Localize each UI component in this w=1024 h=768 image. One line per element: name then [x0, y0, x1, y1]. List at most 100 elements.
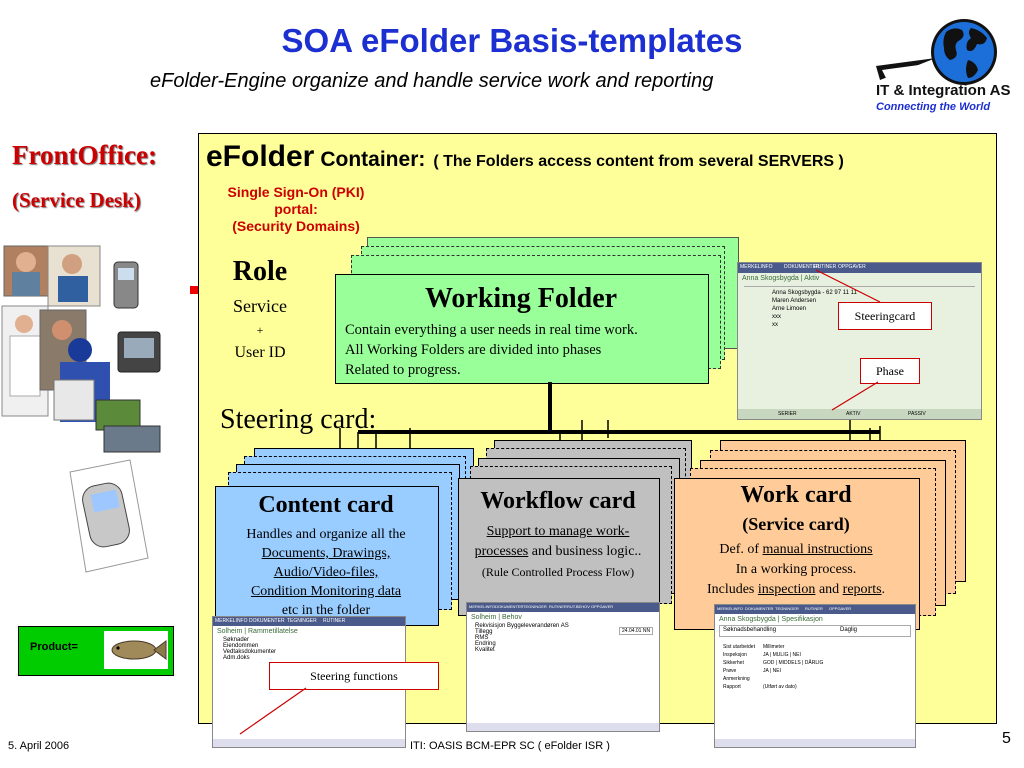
content-card-line2: Documents, Drawings,: [261, 546, 391, 561]
working-folder-box: [335, 274, 709, 384]
shot-tr-btn-1[interactable]: AKTIV: [846, 411, 861, 417]
workflow-card-text: Support to manage work- processes and bu…: [452, 522, 664, 582]
shot-w-tab-2: TEGNINGER: [523, 604, 547, 609]
role-line1: Service: [233, 296, 287, 316]
workflow-card-title: Workflow card: [480, 488, 636, 514]
shot-w-item-1: Tillegg: [475, 629, 493, 635]
shot-k-row1b: Daglig: [840, 627, 858, 633]
steering-card-label: Steering card:: [220, 404, 377, 435]
work-card-line2: In a working process.: [735, 562, 857, 577]
shot-k-buttonbar: [715, 739, 915, 747]
fish-icon: [104, 631, 168, 669]
work-card-line3d: reports: [842, 582, 882, 597]
content-card-line3: Audio/Video-files,: [273, 565, 379, 580]
work-card-title: Work card: [740, 482, 852, 508]
shot-w-item-4: Kvalitet: [475, 647, 495, 653]
role-block: Role Service + User ID: [220, 256, 300, 362]
shot-k-row1: Søknadsbehandling Daglig: [719, 625, 911, 637]
shot-tr-btn-0[interactable]: SERIER: [778, 411, 797, 417]
shot-k-field-5-label: Rapport: [723, 684, 741, 690]
sso-line2: portal:: [274, 201, 318, 217]
role-line3: User ID: [234, 344, 286, 361]
page-title: SOA eFolder Basis-templates: [281, 22, 743, 59]
workflow-card-line2: processes and business logic..: [452, 542, 664, 562]
page-number: 5: [1002, 730, 1011, 747]
shot-c-tab-1: DOKUMENTER: [249, 618, 285, 624]
shot-k-field-4: Anmerkning: [715, 675, 915, 683]
shot-k-field-4-label: Anmerkning: [723, 676, 750, 682]
content-card-line4: Condition Monitoring data: [250, 584, 402, 599]
shot-k-field-5: Rapport (Utført av dato): [715, 683, 915, 691]
shot-k-header: Anna Skogsbygda | Spesifikasjon: [719, 616, 823, 623]
shot-c-item-3: Adm.doks: [223, 655, 250, 661]
shot-tr-tab-3: OPPGAVER: [838, 264, 866, 270]
shot-tr-tab-0: MERKELINFO: [740, 264, 773, 270]
screenshot-steering: MERKELINFO DOKUMENTER RUTINER OPPGAVER A…: [737, 262, 982, 420]
work-card-line3e: .: [881, 582, 886, 597]
shot-k-tab-3: RUTINER: [805, 606, 823, 611]
shot-w-item-2: RMS: [475, 635, 489, 641]
shot-tr-tab-2: RUTINER: [814, 264, 837, 270]
working-folder-text: Contain everything a user needs in real …: [345, 320, 638, 380]
work-card-line1a: Def. of: [719, 542, 763, 557]
work-card-line3b: inspection: [757, 582, 816, 597]
container-label-big: eFolder: [206, 140, 315, 173]
shot-tr-btn-2[interactable]: PASSIV: [908, 411, 926, 417]
working-folder-line1: Contain everything a user needs in real …: [345, 322, 638, 338]
shot-tr-row-0: Anna Skogsbygda - 62 97 11 11: [772, 290, 857, 296]
work-card-line1b: manual instructions: [762, 542, 873, 557]
container-label-mid: Container:: [320, 148, 426, 171]
shot-w-tab-1: DOKUMENTER: [495, 604, 524, 609]
sso-line3: (Security Domains): [232, 218, 360, 234]
role-title: Role: [232, 256, 288, 287]
sso-label: Single Sign-On (PKI) portal: (Security D…: [205, 184, 387, 235]
work-card-text: Def. of manual instructions In a working…: [674, 540, 918, 600]
shot-k-tab-2: TEGNINGER: [775, 606, 799, 611]
footer-center: ITI: OASIS BCM-EPR SC ( eFolder ISR ): [410, 740, 610, 752]
work-card-line3c: and: [815, 582, 843, 597]
shot-c-item-1: Eiendommen: [223, 643, 259, 649]
shot-c-item-0: Søknader: [223, 637, 250, 643]
content-card-title: Content card: [258, 492, 394, 518]
screenshot-steering-tabbar: MERKELINFO DOKUMENTER RUTINER OPPGAVER: [738, 263, 981, 273]
workflow-card-line2b: and business logic..: [528, 544, 642, 559]
work-card-line1: Def. of manual instructions: [674, 540, 918, 560]
logo-tagline: Connecting the World: [876, 101, 991, 113]
frontoffice-title: FrontOffice:: [12, 140, 157, 170]
shot-k-field-5-value: (Utført av dato): [763, 684, 797, 690]
shot-tr-row-3: xxx: [772, 314, 781, 320]
role-line2: +: [256, 323, 264, 337]
shot-k-tab-1: DOKUMENTER: [745, 606, 774, 611]
shot-tr-header: Anna Skogsbygda | Aktiv: [742, 275, 820, 282]
working-folder-line3: Related to progress.: [345, 362, 461, 378]
globe-icon: [876, 19, 997, 85]
callout-phase: Phase: [860, 358, 920, 384]
workflow-card-line1: Support to manage work-: [486, 524, 630, 539]
screenshot-work: MERKELINFO DOKUMENTER TEGNINGER RUTINER …: [714, 604, 916, 748]
shot-c-item-2: Vedtaksdokumenter: [223, 649, 277, 655]
workflow-card-line2a: processes: [474, 544, 529, 559]
cellphone-photo-icon: [69, 459, 149, 573]
work-card-line3: Includes inspection and reports.: [674, 580, 918, 600]
shot-c-tab-3: RUTINER: [323, 618, 346, 624]
shot-c-buttonbar: [213, 739, 405, 747]
workflow-card-line3: (Rule Controlled Process Flow): [481, 565, 635, 579]
shot-k-row1a: Søknadsbehandling: [723, 627, 777, 633]
work-card-line3a: Includes: [706, 582, 758, 597]
callout-steering-functions: Steering functions: [269, 662, 439, 690]
content-card-text: Handles and organize all the Documents, …: [215, 525, 437, 620]
shot-k-field-3-label: Prøve: [723, 668, 737, 674]
content-card-line1: Handles and organize all the: [246, 527, 406, 542]
shot-k-field-2-value: GOD | MIDDELS | DÅRLIG: [763, 660, 824, 666]
screenshot-workflow-tabbar: MERKELINFO DOKUMENTER TEGNINGER RUTINER …: [467, 603, 659, 612]
shot-w-date: 24.04.01 NN: [619, 627, 654, 635]
shot-w-buttonbar: [467, 723, 659, 731]
shot-w-header: Solheim | Behov: [471, 614, 522, 621]
shot-c-tab-0: MERKELINFO: [215, 618, 248, 624]
screenshot-workflow: MERKELINFO DOKUMENTER TEGNINGER RUTINER …: [466, 602, 660, 732]
office-worker-icon: [47, 245, 101, 307]
shot-k-field-1-value: JA | MULIG | NEI: [763, 652, 801, 658]
